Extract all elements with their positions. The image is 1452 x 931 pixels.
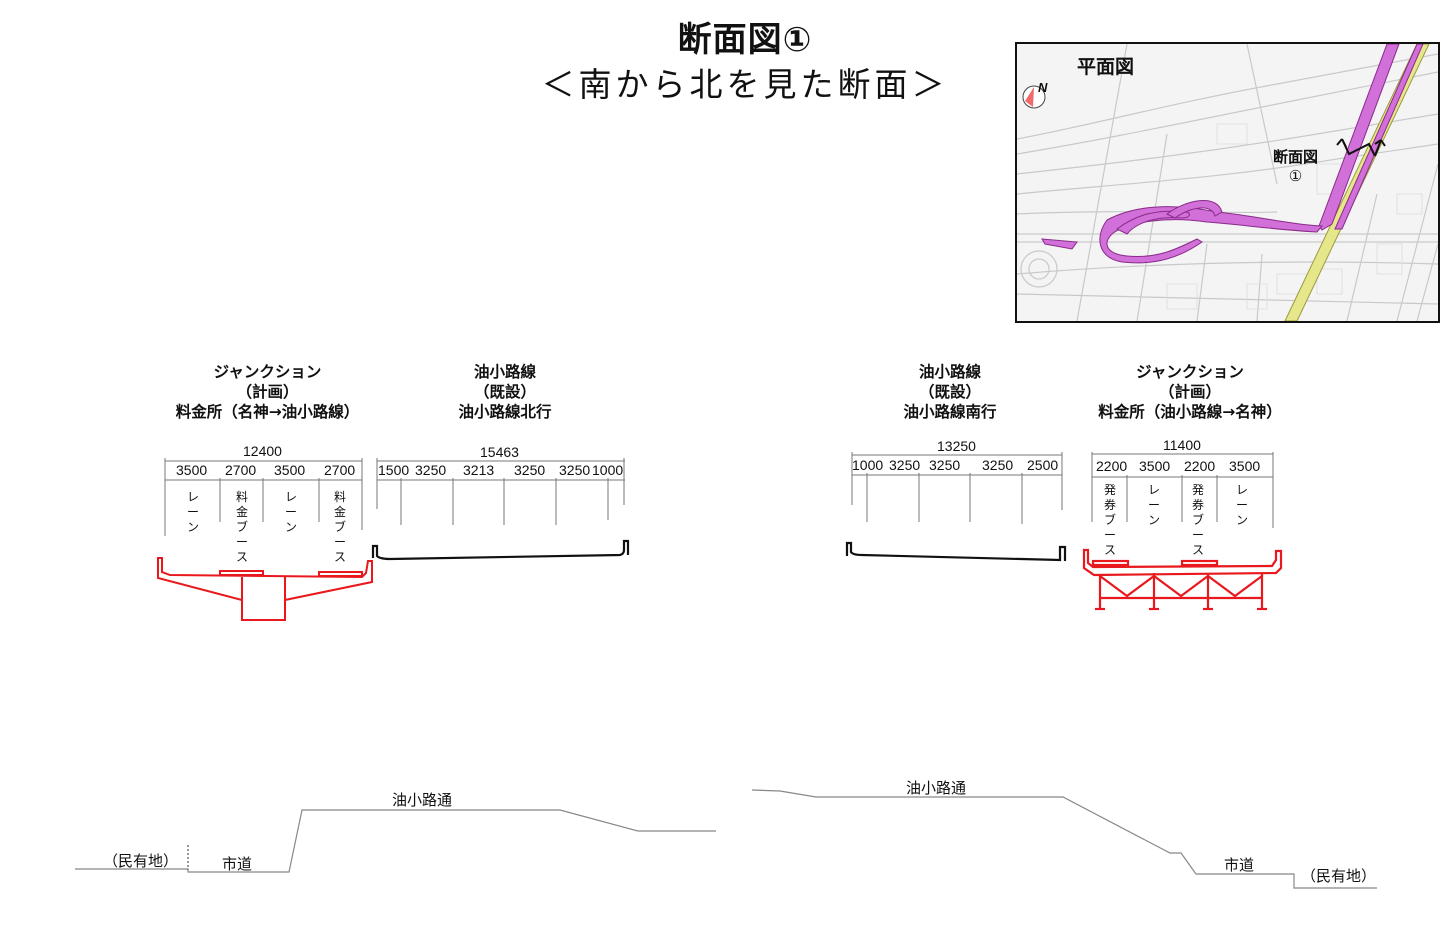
section-header-southbound: 油小路線 （既設） 油小路線南行 [865, 362, 1035, 422]
section-header-junction-east: ジャンクション （計画） 料金所（油小路線→名神） [1075, 362, 1305, 422]
header-line: ジャンクション [1136, 363, 1244, 381]
header-line: 油小路線 [473, 363, 536, 381]
header-line: 油小路線南行 [903, 403, 997, 421]
header-line: （既設） [473, 383, 536, 401]
dim-total-northbound: 15463 [480, 444, 519, 460]
header-line: 油小路線北行 [458, 403, 552, 421]
ground-profile-left [75, 809, 716, 873]
header-line: （既設） [918, 383, 981, 401]
dim-segment: 3250 [982, 457, 1014, 473]
section-marker-number: ① [1288, 167, 1303, 185]
deck-northbound [371, 539, 630, 561]
ground-label-private-land-right: （民有地） [1301, 867, 1377, 885]
deck-southbound [845, 541, 1067, 562]
page-title: 断面図① [677, 20, 813, 60]
lane-label: レーン [284, 490, 297, 534]
plan-map: N 平面図 断面図 ① [1015, 42, 1440, 323]
header-line: 油小路線 [918, 363, 981, 381]
plan-map-title: 平面図 [1077, 56, 1135, 78]
dim-segment: 3500 [1139, 458, 1171, 474]
dim-segment: 2200 [1184, 458, 1216, 474]
dim-segment: 2200 [1096, 458, 1128, 474]
lane-label: レーン [1235, 483, 1248, 527]
ground-label-private-land-left: （民有地） [103, 852, 179, 870]
dim-total-junction-east: 11400 [1163, 437, 1201, 453]
dim-total-junction-west: 12400 [243, 443, 282, 459]
dim-total-southbound: 13250 [937, 438, 976, 454]
toll-booth-label: 料金ブース [333, 490, 346, 564]
dimension-lines-junction-east [1091, 452, 1274, 528]
header-line: （計画） [236, 383, 299, 401]
toll-booth-label: 料金ブース [235, 490, 248, 564]
dim-segment: 3250 [559, 462, 591, 478]
plan-map-drawing: N [1017, 44, 1438, 321]
page-subtitle: ＜南から北を見た断面＞ [541, 65, 949, 104]
lane-label: レーン [186, 490, 199, 534]
dim-segment: 1500 [378, 462, 410, 478]
dimension-lines-southbound [851, 452, 1063, 524]
header-line: 料金所（名神→油小路線） [175, 403, 360, 421]
dim-segment: 3250 [415, 462, 447, 478]
girder-junction-west [157, 557, 373, 621]
section-marker-text: 断面図 [1273, 148, 1319, 166]
dim-segment: 2700 [225, 462, 257, 478]
ground-label-street-left: 油小路通 [392, 791, 453, 809]
dim-segment: 1000 [852, 457, 884, 473]
north-arrow-icon: N [1038, 80, 1048, 95]
header-line: （計画） [1158, 383, 1221, 401]
ground-label-city-road-right: 市道 [1224, 856, 1255, 874]
header-line: 料金所（油小路線→名神） [1098, 403, 1282, 421]
dim-segment: 3500 [176, 462, 208, 478]
section-marker-label: 断面図 ① [1273, 148, 1318, 186]
ticket-booth-label: 発券ブース [1191, 483, 1204, 557]
header-line: ジャンクション [213, 363, 322, 381]
truss-junction-east [1082, 548, 1283, 611]
section-header-junction-west: ジャンクション （計画） 料金所（名神→油小路線） [150, 362, 385, 422]
dim-segment: 3500 [1229, 458, 1261, 474]
dim-segment: 2500 [1027, 457, 1059, 473]
dim-segment: 3250 [514, 462, 546, 478]
dimension-lines-junction-west [164, 458, 363, 536]
dim-segment: 3250 [929, 457, 961, 473]
dimension-lines-northbound [376, 458, 625, 525]
ticket-booth-label: 発券ブース [1103, 483, 1116, 557]
dim-segment: 3250 [889, 457, 921, 473]
ground-label-street-right: 油小路通 [906, 779, 967, 797]
ground-label-city-road-left: 市道 [222, 855, 253, 873]
ground-profile-right [751, 789, 1377, 889]
section-header-northbound: 油小路線 （既設） 油小路線北行 [420, 362, 590, 422]
dim-segment: 1000 [592, 462, 624, 478]
dim-segment: 3500 [274, 462, 306, 478]
dim-segment: 2700 [324, 462, 356, 478]
dim-segment: 3213 [463, 462, 495, 478]
lane-label: レーン [1147, 483, 1160, 527]
